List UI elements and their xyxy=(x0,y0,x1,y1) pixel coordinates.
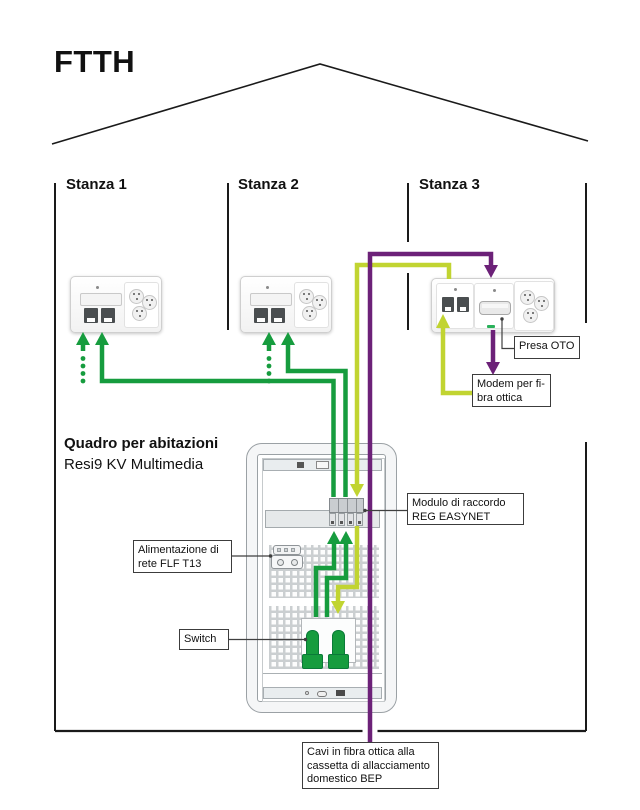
power-socket-module xyxy=(294,282,329,328)
socket-icon xyxy=(302,306,317,321)
label-line: bra ottica xyxy=(477,391,523,404)
label-line: domestico BEP xyxy=(307,773,383,785)
label-presa-oto: Presa OTO xyxy=(514,336,580,359)
rj45-port-icon xyxy=(442,297,454,312)
label-line: cassetta di allacciamento xyxy=(307,759,430,772)
screw-dot xyxy=(493,289,496,292)
cable-gland-icon xyxy=(332,630,345,656)
label-line: Presa OTO xyxy=(519,340,575,352)
arrow-up-icon xyxy=(262,332,276,345)
flf-t13-module xyxy=(271,545,303,569)
socket-icon xyxy=(534,296,549,311)
cabinet-bottom-line xyxy=(263,673,382,674)
socket-icon xyxy=(132,306,147,321)
power-socket-module xyxy=(124,282,159,328)
label-alimentazione: Alimentazione di rete FLF T13 xyxy=(133,540,232,573)
reg-connector xyxy=(347,513,354,526)
page-title: FTTH xyxy=(54,44,136,79)
wall-outlet-stanza2 xyxy=(240,276,332,333)
socket-icon xyxy=(142,295,157,310)
room-title-stanza3: Stanza 3 xyxy=(419,176,480,193)
reg-connector xyxy=(356,513,363,526)
reg-connector xyxy=(329,513,336,526)
cable-gland-icon xyxy=(306,630,319,656)
cabinet-top-rail xyxy=(263,459,382,471)
label-line: REG EASYNET xyxy=(412,510,491,523)
wall-outlet-stanza3 xyxy=(431,278,555,333)
label-line: Modem per fi- xyxy=(477,378,545,390)
cabinet-title: Quadro per abitazioni xyxy=(64,435,219,452)
distribution-cabinet xyxy=(246,443,397,713)
cable-gland-icon xyxy=(302,654,323,669)
power-socket-module xyxy=(514,281,554,331)
rj45-port-icon xyxy=(254,308,268,323)
oto-module xyxy=(474,283,514,329)
socket-icon xyxy=(312,295,327,310)
rail-accessory xyxy=(336,690,345,696)
label-line: rete FLF T13 xyxy=(138,557,202,570)
rail-accessory xyxy=(316,461,329,469)
label-line: Cavi in fibra ottica alla xyxy=(307,746,415,758)
rail-accessory xyxy=(297,462,304,468)
rail-accessory xyxy=(305,691,309,695)
oto-led-indicator xyxy=(487,325,495,328)
reg-connector xyxy=(338,513,345,526)
rj45-port-icon xyxy=(271,308,285,323)
label-modem: Modem per fi- bra ottica xyxy=(472,374,551,407)
cabinet-subtitle: Resi9 KV Multimedia xyxy=(64,456,204,473)
oto-socket-icon xyxy=(479,301,511,315)
label-line: Alimentazione di xyxy=(138,544,219,556)
label-line: Modulo di raccordo xyxy=(412,497,506,509)
rail-accessory xyxy=(317,691,327,697)
rj45-port-icon xyxy=(84,308,98,323)
arrow-up-icon xyxy=(281,332,295,345)
socket-icon xyxy=(523,308,538,323)
screw-dot xyxy=(454,288,457,291)
arrow-up-icon xyxy=(76,332,90,345)
arrow-down-icon xyxy=(484,265,498,278)
rj45-module xyxy=(436,283,474,329)
rj45-port-icon xyxy=(457,297,469,312)
arrow-up-icon xyxy=(95,332,109,345)
cable-lime-modem-to-outlet xyxy=(440,328,472,396)
outlet-label-window xyxy=(80,293,122,306)
wall-outlet-stanza1 xyxy=(70,276,162,333)
label-reg-easynet: Modulo di raccordo REG EASYNET xyxy=(407,493,524,525)
rj45-port-icon xyxy=(101,308,115,323)
screw-dot xyxy=(266,286,269,289)
reg-easynet-module xyxy=(329,498,364,513)
screw-dot xyxy=(96,286,99,289)
label-line: Switch xyxy=(184,633,217,645)
room-title-stanza2: Stanza 2 xyxy=(238,176,299,193)
outlet-label-window xyxy=(250,293,292,306)
socket-icon xyxy=(299,289,314,304)
socket-icon xyxy=(520,290,535,305)
label-bep: Cavi in fibra ottica alla cassetta di al… xyxy=(302,742,439,789)
label-switch: Switch xyxy=(179,629,229,650)
room-title-stanza1: Stanza 1 xyxy=(66,176,127,193)
panel-rail-band xyxy=(267,598,381,606)
cabinet-bottom-rail xyxy=(263,687,382,699)
cable-gland-icon xyxy=(328,654,349,669)
